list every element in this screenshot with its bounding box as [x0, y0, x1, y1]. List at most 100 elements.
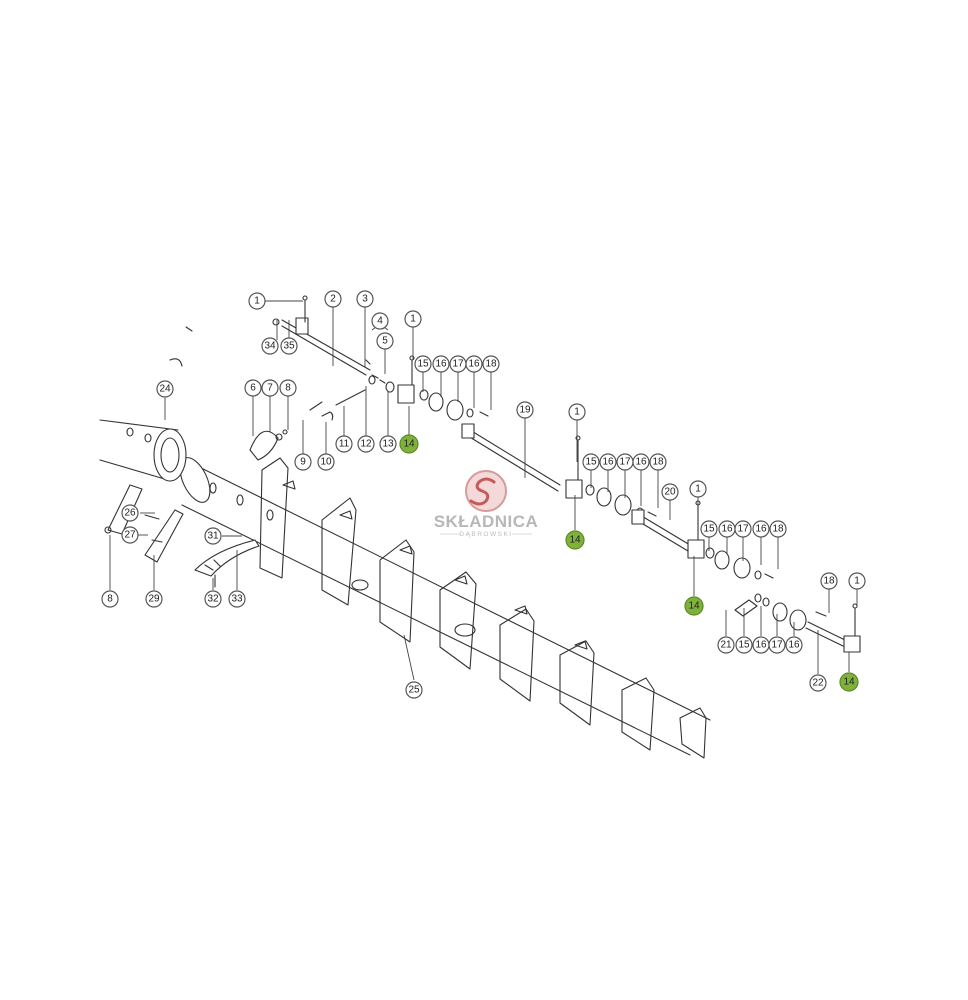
svg-text:14: 14: [403, 439, 415, 450]
callout: 27: [121, 526, 139, 544]
callout-highlighted: 14: [839, 672, 859, 692]
mark: [185, 326, 193, 332]
svg-text:2: 2: [330, 294, 336, 305]
callout: 16: [785, 636, 803, 654]
callout: 16: [432, 355, 450, 373]
callout: 1: [689, 480, 707, 498]
svg-text:6: 6: [250, 383, 256, 394]
callout: 17: [768, 636, 786, 654]
svg-text:1: 1: [574, 407, 580, 418]
leader-lines: [109, 300, 858, 681]
svg-text:32: 32: [207, 594, 219, 605]
svg-text:1: 1: [854, 576, 860, 587]
callout: 8: [101, 590, 119, 608]
flange-cone: [249, 429, 288, 461]
svg-text:1: 1: [695, 484, 701, 495]
callout: 32: [204, 590, 222, 608]
shaft-assembly-4: [734, 593, 861, 653]
callout: 15: [700, 520, 718, 538]
svg-text:27: 27: [124, 530, 136, 541]
svg-text:3: 3: [362, 294, 368, 305]
svg-text:16: 16: [721, 524, 733, 535]
svg-text:18: 18: [772, 524, 784, 535]
callout: 1: [248, 292, 266, 310]
svg-text:24: 24: [159, 384, 171, 395]
watermark-name: SKŁADNICA: [434, 512, 539, 531]
callout: 16: [752, 636, 770, 654]
callout: 34: [261, 337, 279, 355]
svg-text:15: 15: [585, 457, 597, 468]
callout: 21: [717, 636, 735, 654]
callout: 10: [317, 453, 335, 471]
svg-text:16: 16: [435, 359, 447, 370]
svg-text:16: 16: [635, 457, 647, 468]
svg-text:21: 21: [720, 640, 732, 651]
svg-text:18: 18: [485, 359, 497, 370]
svg-text:20: 20: [664, 487, 676, 498]
callout-highlighted: 14: [684, 596, 704, 616]
callout: 12: [357, 435, 375, 453]
svg-text:16: 16: [468, 359, 480, 370]
callout: 24: [156, 380, 174, 398]
shaft-assembly-2: [461, 423, 657, 517]
wear-shoe: [194, 539, 260, 588]
callout: 35: [280, 337, 298, 355]
callout: 4: [371, 312, 389, 330]
callout: 16: [465, 355, 483, 373]
svg-text:34: 34: [264, 341, 276, 352]
svg-text:13: 13: [382, 439, 394, 450]
shaft-assembly-3: [631, 500, 774, 580]
svg-text:16: 16: [788, 640, 800, 651]
callout: 25: [405, 681, 423, 699]
callout: 22: [809, 674, 827, 692]
callout: 18: [482, 355, 500, 373]
svg-text:14: 14: [569, 535, 581, 546]
callout: 2: [324, 290, 342, 308]
callout: 9: [294, 453, 312, 471]
svg-text:1: 1: [410, 314, 416, 325]
callout: 16: [718, 520, 736, 538]
svg-text:25: 25: [408, 685, 420, 696]
svg-text:17: 17: [737, 524, 749, 535]
callout: 16: [752, 520, 770, 538]
svg-text:29: 29: [148, 594, 160, 605]
callout: 18: [649, 453, 667, 471]
svg-text:17: 17: [452, 359, 464, 370]
svg-text:35: 35: [283, 341, 295, 352]
svg-text:12: 12: [360, 439, 372, 450]
svg-text:17: 17: [619, 457, 631, 468]
svg-text:16: 16: [755, 640, 767, 651]
callout-highlighted: 14: [399, 434, 419, 454]
svg-text:33: 33: [231, 594, 243, 605]
callout: 17: [616, 453, 634, 471]
svg-text:22: 22: [812, 678, 824, 689]
svg-text:7: 7: [267, 383, 273, 394]
callout: 1: [568, 403, 586, 421]
svg-text:15: 15: [417, 359, 429, 370]
svg-text:17: 17: [771, 640, 783, 651]
callout: 16: [632, 453, 650, 471]
svg-text:31: 31: [207, 531, 219, 542]
svg-text:14: 14: [688, 601, 700, 612]
mark: [169, 358, 183, 367]
callout: 5: [376, 332, 394, 350]
callout: 15: [735, 636, 753, 654]
svg-text:4: 4: [377, 316, 383, 327]
auger-flighting: [179, 457, 711, 759]
callout: 15: [414, 355, 432, 373]
callout: 19: [516, 401, 534, 419]
svg-text:14: 14: [843, 677, 855, 688]
svg-text:19: 19: [519, 405, 531, 416]
callout-highlighted: 14: [565, 530, 585, 550]
svg-text:10: 10: [320, 457, 332, 468]
callout: 31: [204, 527, 222, 545]
callout: 13: [379, 435, 397, 453]
callout: 3: [356, 290, 374, 308]
svg-text:5: 5: [382, 336, 388, 347]
callout: 20: [661, 483, 679, 501]
callout: 8: [279, 379, 297, 397]
watermark-subtitle: DĄBROWSKI: [459, 531, 512, 538]
callout: 18: [820, 572, 838, 590]
svg-text:16: 16: [755, 524, 767, 535]
